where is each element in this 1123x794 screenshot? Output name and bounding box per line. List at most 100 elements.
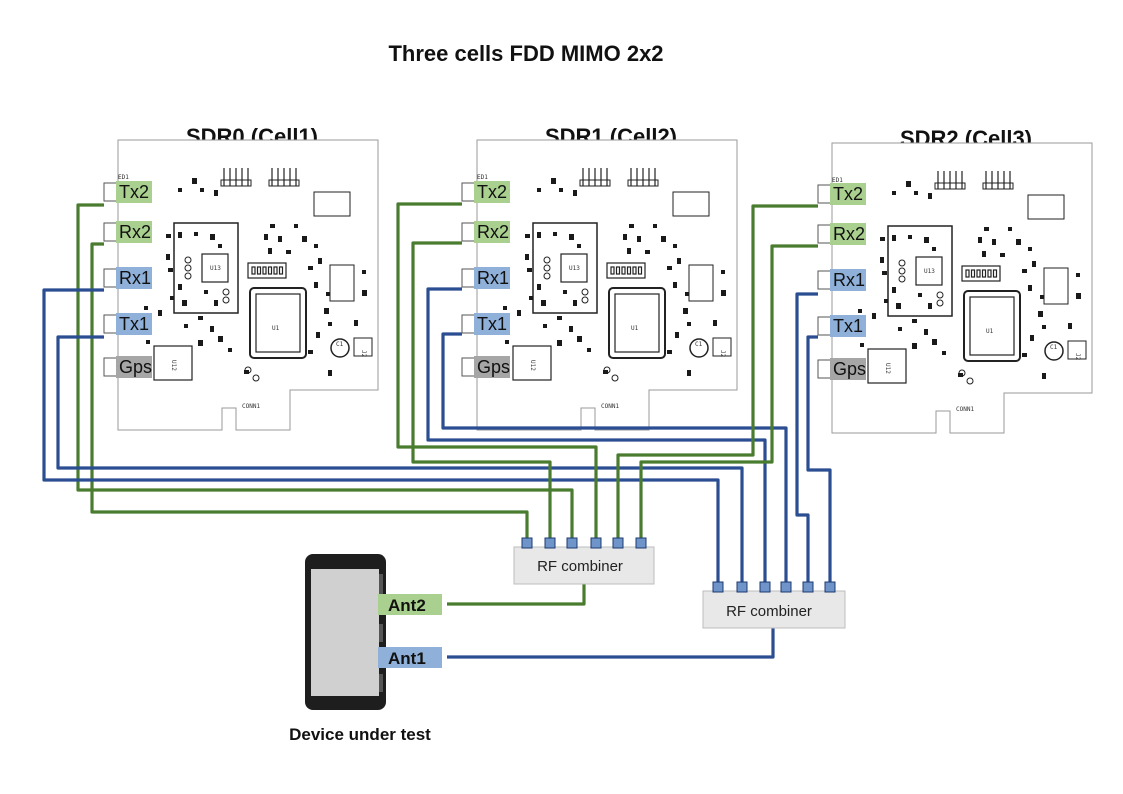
- cable-sdr2-rx2: [639, 244, 818, 540]
- board-smd: [860, 343, 864, 347]
- board-header-pin: [626, 266, 632, 275]
- board-smd: [525, 254, 529, 260]
- rf-combiner-2: RF combiner: [702, 581, 846, 629]
- board-smd: [553, 232, 557, 236]
- board-smd: [992, 239, 996, 245]
- board-smd: [958, 373, 963, 377]
- port-rx1-bg: [830, 269, 866, 291]
- board-smd: [677, 258, 681, 264]
- board-smd: [200, 188, 204, 192]
- board-j2: [1067, 340, 1087, 360]
- port-gps-bg: [830, 358, 866, 380]
- board-smd: [324, 308, 329, 314]
- board-header-pin: [632, 266, 637, 275]
- board-smd: [914, 191, 918, 195]
- rf-combiner-2-body: [702, 590, 846, 629]
- board-smd: [218, 336, 223, 342]
- board-battery: [689, 338, 709, 358]
- board-smd: [1028, 285, 1032, 291]
- board-header-pin: [992, 269, 998, 278]
- cable-sdr0-tx2: [76, 203, 574, 540]
- phone-side-button: [379, 674, 383, 692]
- combiner-port: [824, 581, 836, 593]
- board-test-point: [898, 267, 906, 275]
- board-smd: [645, 250, 650, 254]
- board-header: [606, 262, 646, 279]
- combiner-port: [736, 581, 748, 593]
- board-smd: [537, 284, 541, 290]
- board-silk-u12: U12: [170, 360, 177, 371]
- board-silk-j2: J2: [1074, 353, 1081, 361]
- device-under-test: Ant2 Ant1 Device under test: [289, 554, 442, 744]
- combiner-port: [635, 537, 647, 549]
- board-silk-conn: CONN1: [242, 403, 260, 410]
- port-rx2-label: Rx2: [119, 222, 151, 242]
- board-smd: [1068, 323, 1072, 329]
- combiner-port: [521, 537, 533, 549]
- board-smd: [577, 336, 582, 342]
- board-test-point: [898, 259, 906, 267]
- board-smd: [884, 299, 888, 303]
- board-smd: [673, 282, 677, 288]
- board-smd: [721, 270, 725, 274]
- board-smd: [685, 292, 689, 296]
- sma-connector: [817, 359, 832, 379]
- board-smd: [505, 340, 509, 344]
- board-smd: [569, 326, 573, 332]
- port-tx1-bg: [474, 313, 510, 335]
- board-chip-u1: [249, 287, 307, 359]
- port-gps-label: Gps: [833, 359, 866, 379]
- board-header-pin: [981, 269, 987, 278]
- port-tx1-label: Tx1: [833, 316, 863, 336]
- board-pin-strip: [220, 179, 252, 187]
- board-header-pin: [251, 266, 256, 275]
- diagram-title: Three cells FDD MIMO 2x2: [388, 41, 663, 66]
- board-header-pin: [621, 266, 626, 275]
- combiner-port: [566, 537, 578, 549]
- board-smd: [928, 303, 932, 309]
- phone-side-button: [379, 624, 383, 642]
- board-test-point: [581, 288, 589, 296]
- board-header-pin: [278, 266, 284, 275]
- sma-connector: [461, 314, 476, 334]
- board-smd: [302, 236, 307, 242]
- board-smd: [362, 290, 367, 296]
- board-smd: [214, 300, 218, 306]
- board-smd: [268, 248, 272, 254]
- board-smd: [918, 293, 922, 297]
- board-smd: [587, 348, 591, 352]
- board-smd: [529, 296, 533, 300]
- board-smd: [858, 309, 862, 313]
- board-smd: [328, 370, 332, 376]
- board-smd: [880, 257, 884, 263]
- cable-sdr1-tx1: [441, 332, 788, 583]
- port-rx1-label: Rx1: [477, 268, 509, 288]
- board-block: [313, 191, 351, 217]
- board-header: [247, 262, 287, 279]
- sma-connector: [103, 314, 118, 334]
- board-smd: [158, 310, 162, 316]
- port-tx2-bg: [116, 181, 152, 203]
- board-test-point: [184, 256, 192, 264]
- board-smd: [1038, 311, 1043, 317]
- port-tx1-label: Tx1: [119, 314, 149, 334]
- board-test-point: [936, 299, 944, 307]
- board-smd: [316, 332, 320, 338]
- board-chip-u1: [963, 290, 1021, 362]
- board-test-point: [936, 291, 944, 299]
- board-smd: [168, 268, 173, 272]
- port-gps-bg: [116, 356, 152, 378]
- board-header-pin: [256, 266, 262, 275]
- board-smd: [318, 258, 322, 264]
- board-smd: [503, 306, 507, 310]
- board-smd: [667, 350, 672, 354]
- board-smd: [661, 236, 666, 242]
- board-smd: [1016, 239, 1021, 245]
- cable-sdr1-rx2: [411, 241, 552, 540]
- board-smd: [984, 227, 989, 231]
- board-smd: [537, 232, 541, 238]
- board-smd: [166, 254, 170, 260]
